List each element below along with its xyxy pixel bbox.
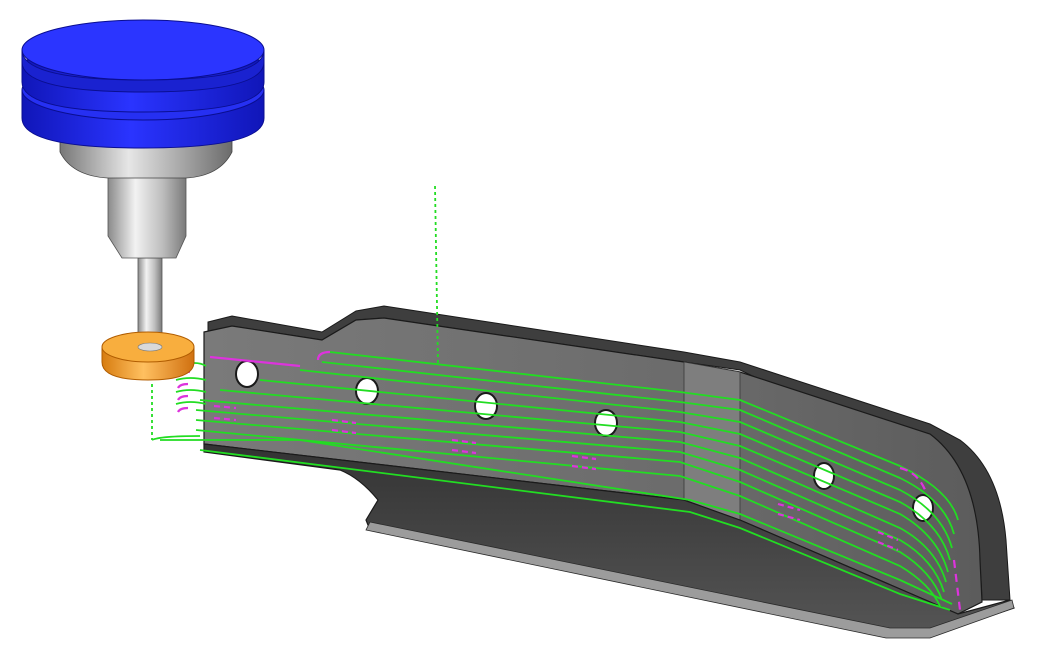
tool-holder-icon <box>21 19 265 149</box>
workpiece-bend <box>683 361 741 521</box>
hole <box>474 392 498 420</box>
workpiece[interactable] <box>203 305 1015 639</box>
toolpath-pass <box>299 369 953 549</box>
toolpath-pass <box>160 439 953 605</box>
toolpath-lead-in <box>175 401 207 405</box>
tool-assembly[interactable] <box>21 19 265 381</box>
toolpath-pass <box>259 379 951 561</box>
workpiece-flange-edge <box>365 521 1015 639</box>
toolpath-pass <box>219 389 949 573</box>
toolpath-pass <box>195 419 943 601</box>
toolpath-links <box>177 350 962 611</box>
toolpath-pass <box>199 399 947 583</box>
toolpath-pass <box>195 429 941 607</box>
hole <box>813 462 835 490</box>
toolpath-pass <box>321 361 955 535</box>
toolpath-pass <box>195 409 945 593</box>
toolpath-lead-in <box>151 435 201 441</box>
tool-collet <box>107 175 187 259</box>
toolpath-lead-in <box>175 389 207 393</box>
workpiece-flange <box>203 443 1015 637</box>
toolpath[interactable] <box>151 185 959 611</box>
toolpath-plunge-line <box>434 185 439 367</box>
toolpath-pass <box>329 351 959 521</box>
toolpath-lead-in <box>175 377 207 381</box>
hole <box>235 360 259 388</box>
toolpath-pass <box>199 449 951 611</box>
cutter-icon <box>101 331 195 381</box>
